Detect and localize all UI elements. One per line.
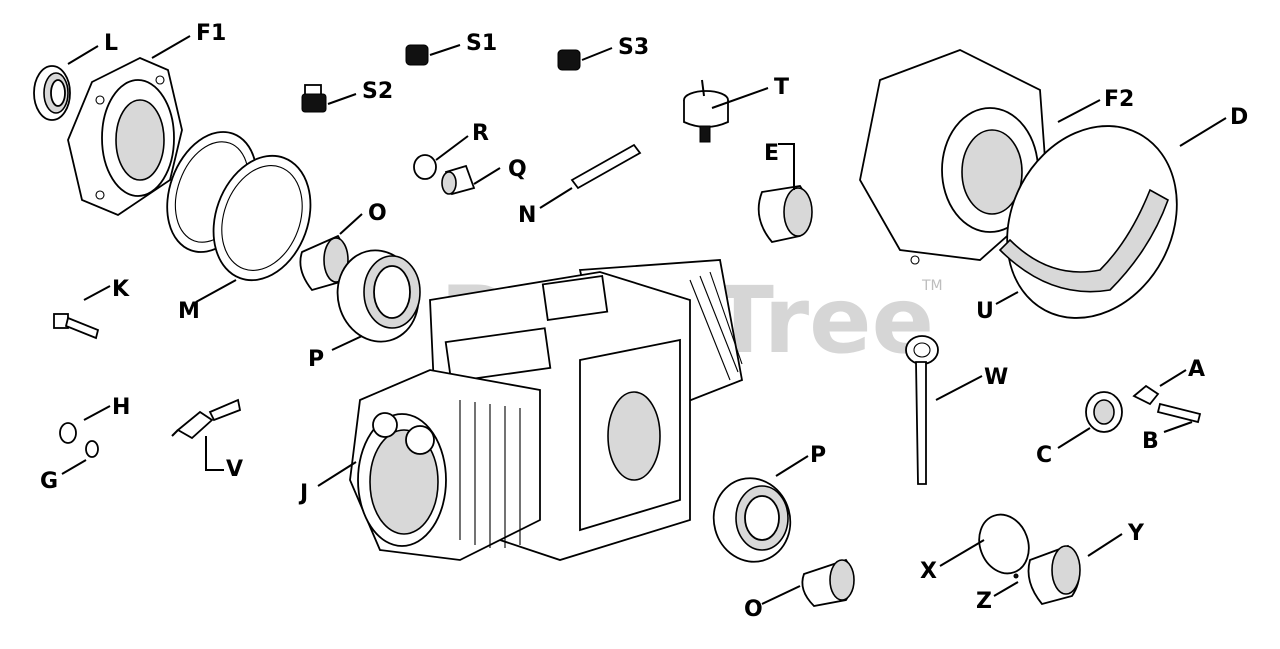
part-L-seal[interactable]: [33, 65, 71, 121]
part-G-ring[interactable]: [85, 440, 99, 458]
part-S2-plug[interactable]: [301, 84, 327, 113]
part-P-top-bearing[interactable]: [327, 241, 428, 351]
part-Y-bushing[interactable]: [1027, 544, 1081, 606]
label-B: B: [1142, 429, 1159, 454]
label-D: D: [1230, 105, 1248, 130]
label-J: J: [298, 481, 308, 506]
part-T-switch[interactable]: [683, 79, 729, 143]
label-M: M: [178, 299, 200, 324]
label-Y: Y: [1127, 521, 1145, 546]
part-A-elbow[interactable]: [1132, 384, 1160, 406]
label-Q: Q: [508, 157, 527, 182]
part-W-dipstick[interactable]: [905, 335, 939, 485]
part-U-screen[interactable]: [998, 188, 1169, 293]
part-E-cup[interactable]: [757, 185, 813, 243]
watermark-trademark: TM: [921, 278, 943, 294]
part-B-nipple[interactable]: [1156, 402, 1202, 424]
part-Z-clip[interactable]: [1013, 573, 1019, 579]
part-C-filter[interactable]: [1085, 391, 1123, 433]
part-Q-bushing[interactable]: [441, 164, 476, 196]
part-K-bolt[interactable]: [53, 313, 100, 340]
label-P-bottom: P: [810, 443, 826, 468]
label-H: H: [112, 395, 130, 420]
label-U: U: [976, 299, 994, 324]
label-W: W: [984, 365, 1008, 390]
label-T: T: [774, 75, 789, 100]
label-O-bottom: O: [744, 597, 763, 622]
part-O-bottom-race[interactable]: [801, 558, 855, 607]
label-E: E: [764, 141, 779, 166]
label-L: L: [104, 31, 118, 56]
label-O-top: O: [368, 201, 387, 226]
part-N-pin[interactable]: [570, 143, 642, 190]
label-A: A: [1188, 357, 1205, 382]
part-F1-bearing-plate[interactable]: [67, 57, 183, 217]
label-P-top: P: [308, 347, 324, 372]
part-S3-plug[interactable]: [557, 49, 581, 71]
part-H-ring[interactable]: [59, 422, 77, 444]
part-S1-plug[interactable]: [405, 44, 429, 66]
label-X: X: [920, 559, 937, 584]
label-R: R: [472, 121, 489, 146]
label-G: G: [40, 469, 58, 494]
label-K: K: [112, 277, 130, 302]
part-V-fitting[interactable]: [171, 398, 242, 440]
label-N: N: [518, 203, 536, 228]
label-Z: Z: [976, 589, 992, 614]
part-P-bottom-bearing[interactable]: [704, 470, 799, 571]
label-V: V: [226, 457, 243, 482]
label-S2: S2: [362, 79, 393, 104]
part-J-crankcase[interactable]: [349, 259, 744, 561]
label-F2: F2: [1104, 87, 1134, 112]
part-R-ring[interactable]: [413, 154, 437, 180]
label-C: C: [1036, 443, 1052, 468]
label-S3: S3: [618, 35, 649, 60]
label-S1: S1: [466, 31, 497, 56]
leader-lines: [61, 35, 1227, 605]
label-F1: F1: [196, 21, 226, 46]
part-M-gaskets[interactable]: [151, 119, 327, 293]
part-X-ring[interactable]: [971, 508, 1037, 581]
